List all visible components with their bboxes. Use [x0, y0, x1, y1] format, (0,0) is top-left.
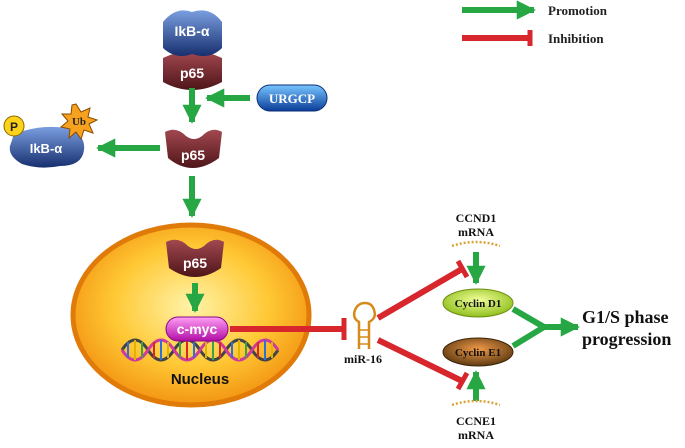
- nucleus-label: Nucleus: [171, 371, 229, 388]
- legend: Promotion Inhibition: [462, 0, 608, 46]
- legend-inhibition-label: Inhibition: [548, 31, 604, 46]
- merge-arrow: [511, 306, 580, 349]
- complex-ikb-shape: [163, 10, 222, 56]
- urgcp-node: URGCP: [256, 84, 328, 112]
- ccnd1-label-2: mRNA: [458, 225, 494, 239]
- legend-promotion-label: Promotion: [548, 3, 608, 18]
- free-p65: p65: [165, 129, 222, 168]
- phospho-label: P: [10, 120, 18, 134]
- urgcp-pill: [256, 84, 328, 112]
- cmyc-pill: [165, 316, 229, 342]
- ccnd1-mrna: CCND1 mRNA: [451, 211, 501, 248]
- cyclin-e1-node: Cyclin E1: [442, 337, 514, 367]
- mir16-hairpin-icon: [352, 301, 377, 349]
- cmyc-label: c-myc: [177, 321, 218, 337]
- ccne1-label-1: CCNE1: [456, 414, 496, 428]
- ubiquitin-label: Ub: [72, 116, 86, 128]
- ccnd1-label-1: CCND1: [456, 211, 497, 225]
- complex-p65-label: p65: [180, 65, 204, 81]
- mir16-node: miR-16: [344, 301, 382, 366]
- ikb-p65-complex: IkB-α p65: [163, 10, 222, 90]
- released-ikb-label: IkB-α: [30, 141, 63, 156]
- complex-p65-shape: [163, 51, 222, 90]
- nucleus: p65: [70, 222, 312, 408]
- inhibit-mir16-to-ccne1: [376, 337, 464, 384]
- dna-helix: [120, 338, 280, 362]
- mir16-label: miR-16: [344, 352, 382, 366]
- phospho-circle: [3, 115, 25, 137]
- ccnd1-mrna-strand: [451, 240, 501, 248]
- g1s-label-2: progression: [582, 329, 671, 349]
- cyclin-e1-label: Cyclin E1: [455, 347, 501, 359]
- complex-ikb-label: IkB-α: [174, 23, 209, 39]
- released-ikb-shape: [9, 126, 85, 168]
- ccne1-mrna-strand: [451, 399, 501, 407]
- g1s-outcome: G1/S phase progression: [582, 307, 671, 349]
- cyclin-d1-node: Cyclin D1: [442, 288, 514, 318]
- cyclin-d1-label: Cyclin D1: [455, 298, 502, 310]
- nucleus-p65-label: p65: [183, 255, 207, 271]
- inhibit-ccnd1-bar: [455, 259, 470, 279]
- nucleus-p65-shape: [166, 239, 224, 277]
- cyclin-e1-ellipse: [442, 337, 514, 367]
- urgcp-label: URGCP: [269, 91, 315, 106]
- inhibit-mir16-to-ccnd1: [376, 266, 464, 321]
- cyclin-d1-ellipse: [442, 288, 514, 318]
- released-ikb: IkB-α P Ub: [3, 103, 99, 168]
- free-p65-shape: [165, 129, 222, 168]
- dna-strand-b: [120, 338, 280, 362]
- free-p65-label: p65: [181, 147, 205, 163]
- ccne1-mrna: CCNE1 mRNA: [451, 399, 501, 442]
- inhibit-ccne1-bar: [455, 371, 470, 391]
- g1s-label-1: G1/S phase: [582, 307, 669, 327]
- ubiquitin-burst: [59, 103, 99, 141]
- ccne1-label-2: mRNA: [458, 428, 494, 442]
